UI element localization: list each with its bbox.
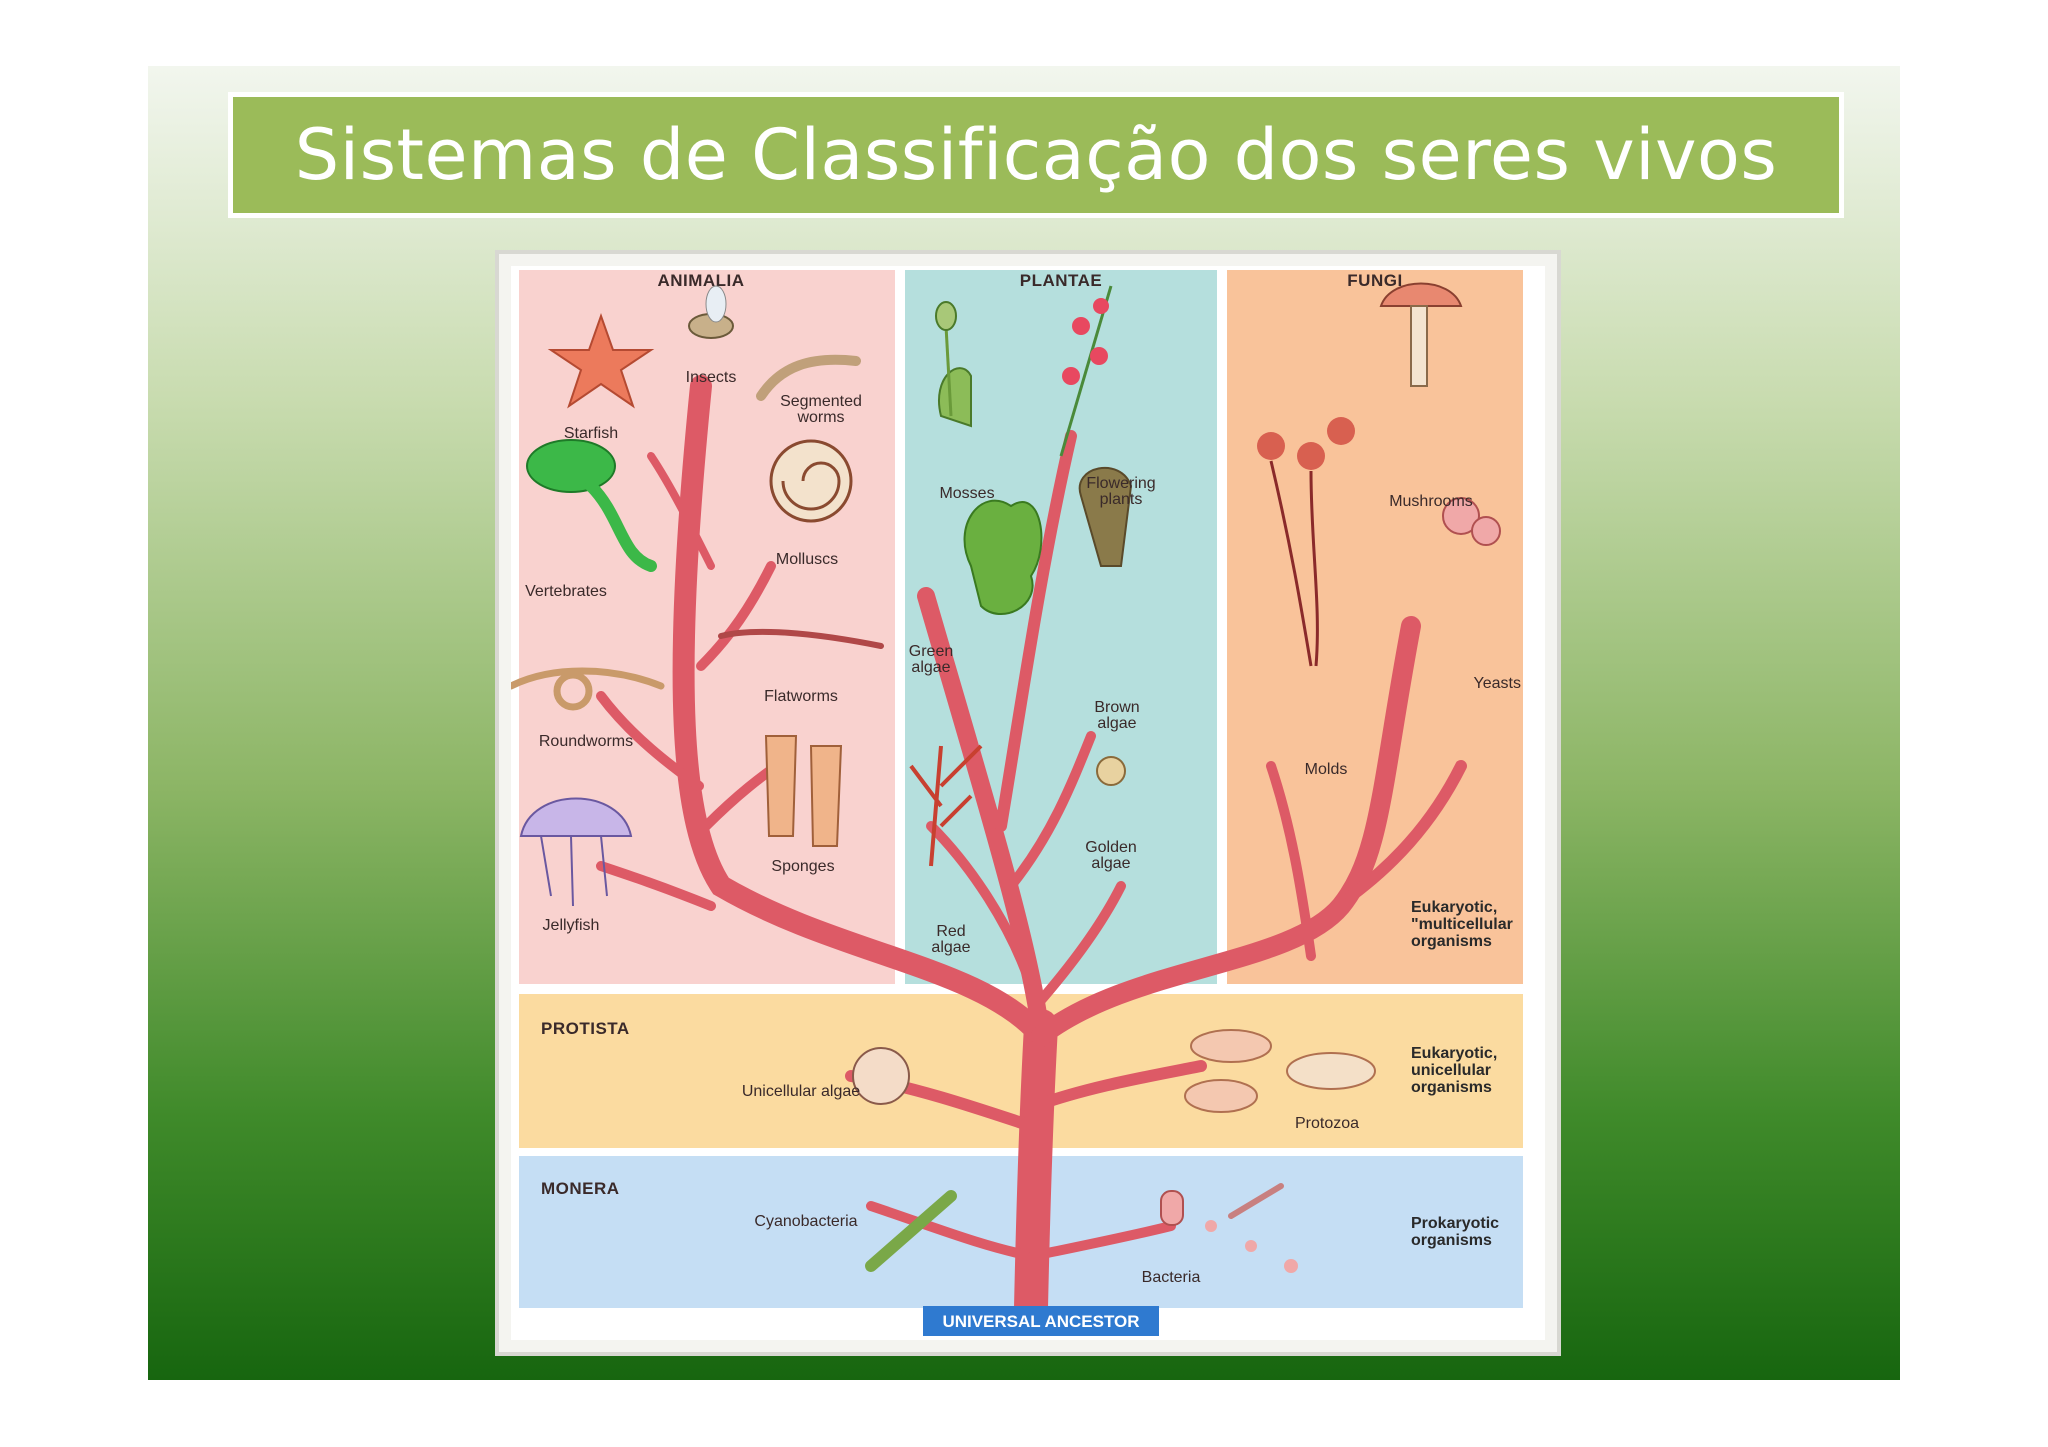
- protozoa-icon: [1184, 1029, 1376, 1113]
- roundworm-icon: [507, 667, 665, 711]
- kingdom-protista: PROTISTA: [541, 1019, 630, 1038]
- branch-molluscs: [696, 561, 776, 671]
- moss-icon: [935, 301, 972, 428]
- unicellular-algae-icon: [852, 1047, 910, 1105]
- desc-prokaryotic-2: organisms: [1411, 1232, 1492, 1249]
- label-insects: Insects: [686, 369, 737, 386]
- tree-branches: [596, 375, 1467, 1325]
- fungi-branch: [1031, 616, 1421, 1046]
- label-starfish: Starfish: [564, 425, 618, 442]
- desc-prokaryotic-1: Prokaryotic: [1411, 1215, 1499, 1232]
- fungi-region: [1227, 270, 1523, 984]
- label-bacteria: Bacteria: [1142, 1269, 1201, 1286]
- label-roundworms: Roundworms: [539, 733, 633, 750]
- label-golden-algae-2: algae: [1091, 855, 1130, 872]
- diagram-panel: ANIMALIA PLANTAE FUNGI PROTISTA MONERA: [507, 266, 1545, 1340]
- label-golden-algae-1: Golden: [1085, 839, 1137, 856]
- branch-protozoa: [1029, 1060, 1207, 1112]
- label-molluscs: Molluscs: [776, 551, 838, 568]
- universal-ancestor-label: UNIVERSAL ANCESTOR: [942, 1312, 1139, 1331]
- branch-brown-algae: [1006, 731, 1096, 891]
- desc-unicellular-3: organisms: [1411, 1079, 1492, 1096]
- insect-icon: [688, 285, 734, 339]
- label-green-algae-1: Green: [909, 643, 953, 660]
- mollusc-icon: [769, 439, 853, 523]
- label-flowering-2: plants: [1100, 491, 1143, 508]
- label-mushrooms: Mushrooms: [1389, 493, 1473, 510]
- label-jellyfish: Jellyfish: [543, 917, 600, 934]
- kingdom-animalia: ANIMALIA: [657, 271, 744, 290]
- label-protozoa: Protozoa: [1295, 1115, 1359, 1132]
- sponge-icon: [764, 735, 843, 847]
- mushroom-icon: [1379, 282, 1463, 387]
- branch-bacteria: [1028, 1221, 1176, 1261]
- label-red-algae-1: Red: [936, 923, 965, 940]
- label-green-algae-2: algae: [911, 659, 950, 676]
- branch-jellyfish: [596, 861, 716, 911]
- label-sponges: Sponges: [771, 858, 834, 875]
- label-brown-algae-2: algae: [1097, 715, 1136, 732]
- red-algae-icon: [909, 744, 983, 867]
- label-mosses: Mosses: [939, 485, 994, 502]
- label-molds: Molds: [1305, 761, 1348, 778]
- branch-vertebrates: [596, 691, 704, 791]
- slide-title: Sistemas de Classificação dos seres vivo…: [294, 114, 1778, 196]
- animalia-branch: [672, 375, 1052, 1047]
- label-red-algae-2: algae: [931, 939, 970, 956]
- jellyfish-icon: [519, 797, 633, 907]
- label-yeasts: Yeasts: [1474, 675, 1521, 692]
- trunk: [1014, 1009, 1058, 1325]
- branch-red-algae: [926, 821, 1036, 991]
- desc-multicellular-1: Eukaryotic,: [1411, 899, 1497, 916]
- flowering-plant-icon: [1059, 285, 1113, 457]
- branch-yeasts: [1345, 760, 1467, 902]
- bacteria-icon: [1160, 1183, 1298, 1273]
- kingdom-fungi: FUNGI: [1347, 271, 1402, 290]
- label-segmented-worms-2: worms: [796, 409, 844, 426]
- branch-cyanobacteria: [866, 1201, 1036, 1261]
- plantae-branch: [917, 587, 1050, 1045]
- label-vertebrates: Vertebrates: [525, 583, 607, 600]
- mold-icon: [1257, 417, 1355, 667]
- starfish-icon: [547, 312, 655, 409]
- flatworm-icon: [718, 628, 884, 649]
- desc-unicellular-1: Eukaryotic,: [1411, 1045, 1497, 1062]
- desc-multicellular-2: "multicellular: [1411, 916, 1513, 933]
- label-flowering-1: Flowering: [1086, 475, 1155, 492]
- label-segmented-worms-1: Segmented: [780, 393, 862, 410]
- tree-of-life-diagram: ANIMALIA PLANTAE FUNGI PROTISTA MONERA: [507, 270, 1523, 1336]
- desc-multicellular-3: organisms: [1411, 933, 1492, 950]
- desc-unicellular-2: unicellular: [1411, 1062, 1491, 1079]
- label-cyanobacteria: Cyanobacteria: [754, 1213, 857, 1230]
- golden-algae-icon: [1096, 756, 1126, 786]
- label-brown-algae-1: Brown: [1094, 699, 1139, 716]
- universal-ancestor-box: [923, 1306, 1159, 1336]
- diagram-frame: ANIMALIA PLANTAE FUNGI PROTISTA MONERA: [495, 250, 1561, 1356]
- branch-flowering: [995, 430, 1077, 832]
- title-banner: Sistemas de Classificação dos seres vivo…: [228, 92, 1844, 218]
- yeast-icon: [1442, 497, 1501, 546]
- frog-icon: [526, 439, 657, 572]
- label-flatworms: Flatworms: [764, 688, 838, 705]
- branch-golden-algae: [1031, 881, 1126, 1011]
- green-algae-icon: [963, 499, 1043, 616]
- segmented-worm-icon: [756, 354, 861, 401]
- label-unicellular-algae: Unicellular algae: [742, 1083, 860, 1100]
- brown-algae-icon: [1078, 467, 1133, 567]
- cyanobacteria-icon: [865, 1190, 957, 1272]
- branch-starfish: [647, 452, 715, 570]
- kingdom-monera: MONERA: [541, 1179, 620, 1198]
- branch-molds: [1266, 761, 1316, 961]
- kingdom-plantae: PLANTAE: [1020, 271, 1103, 290]
